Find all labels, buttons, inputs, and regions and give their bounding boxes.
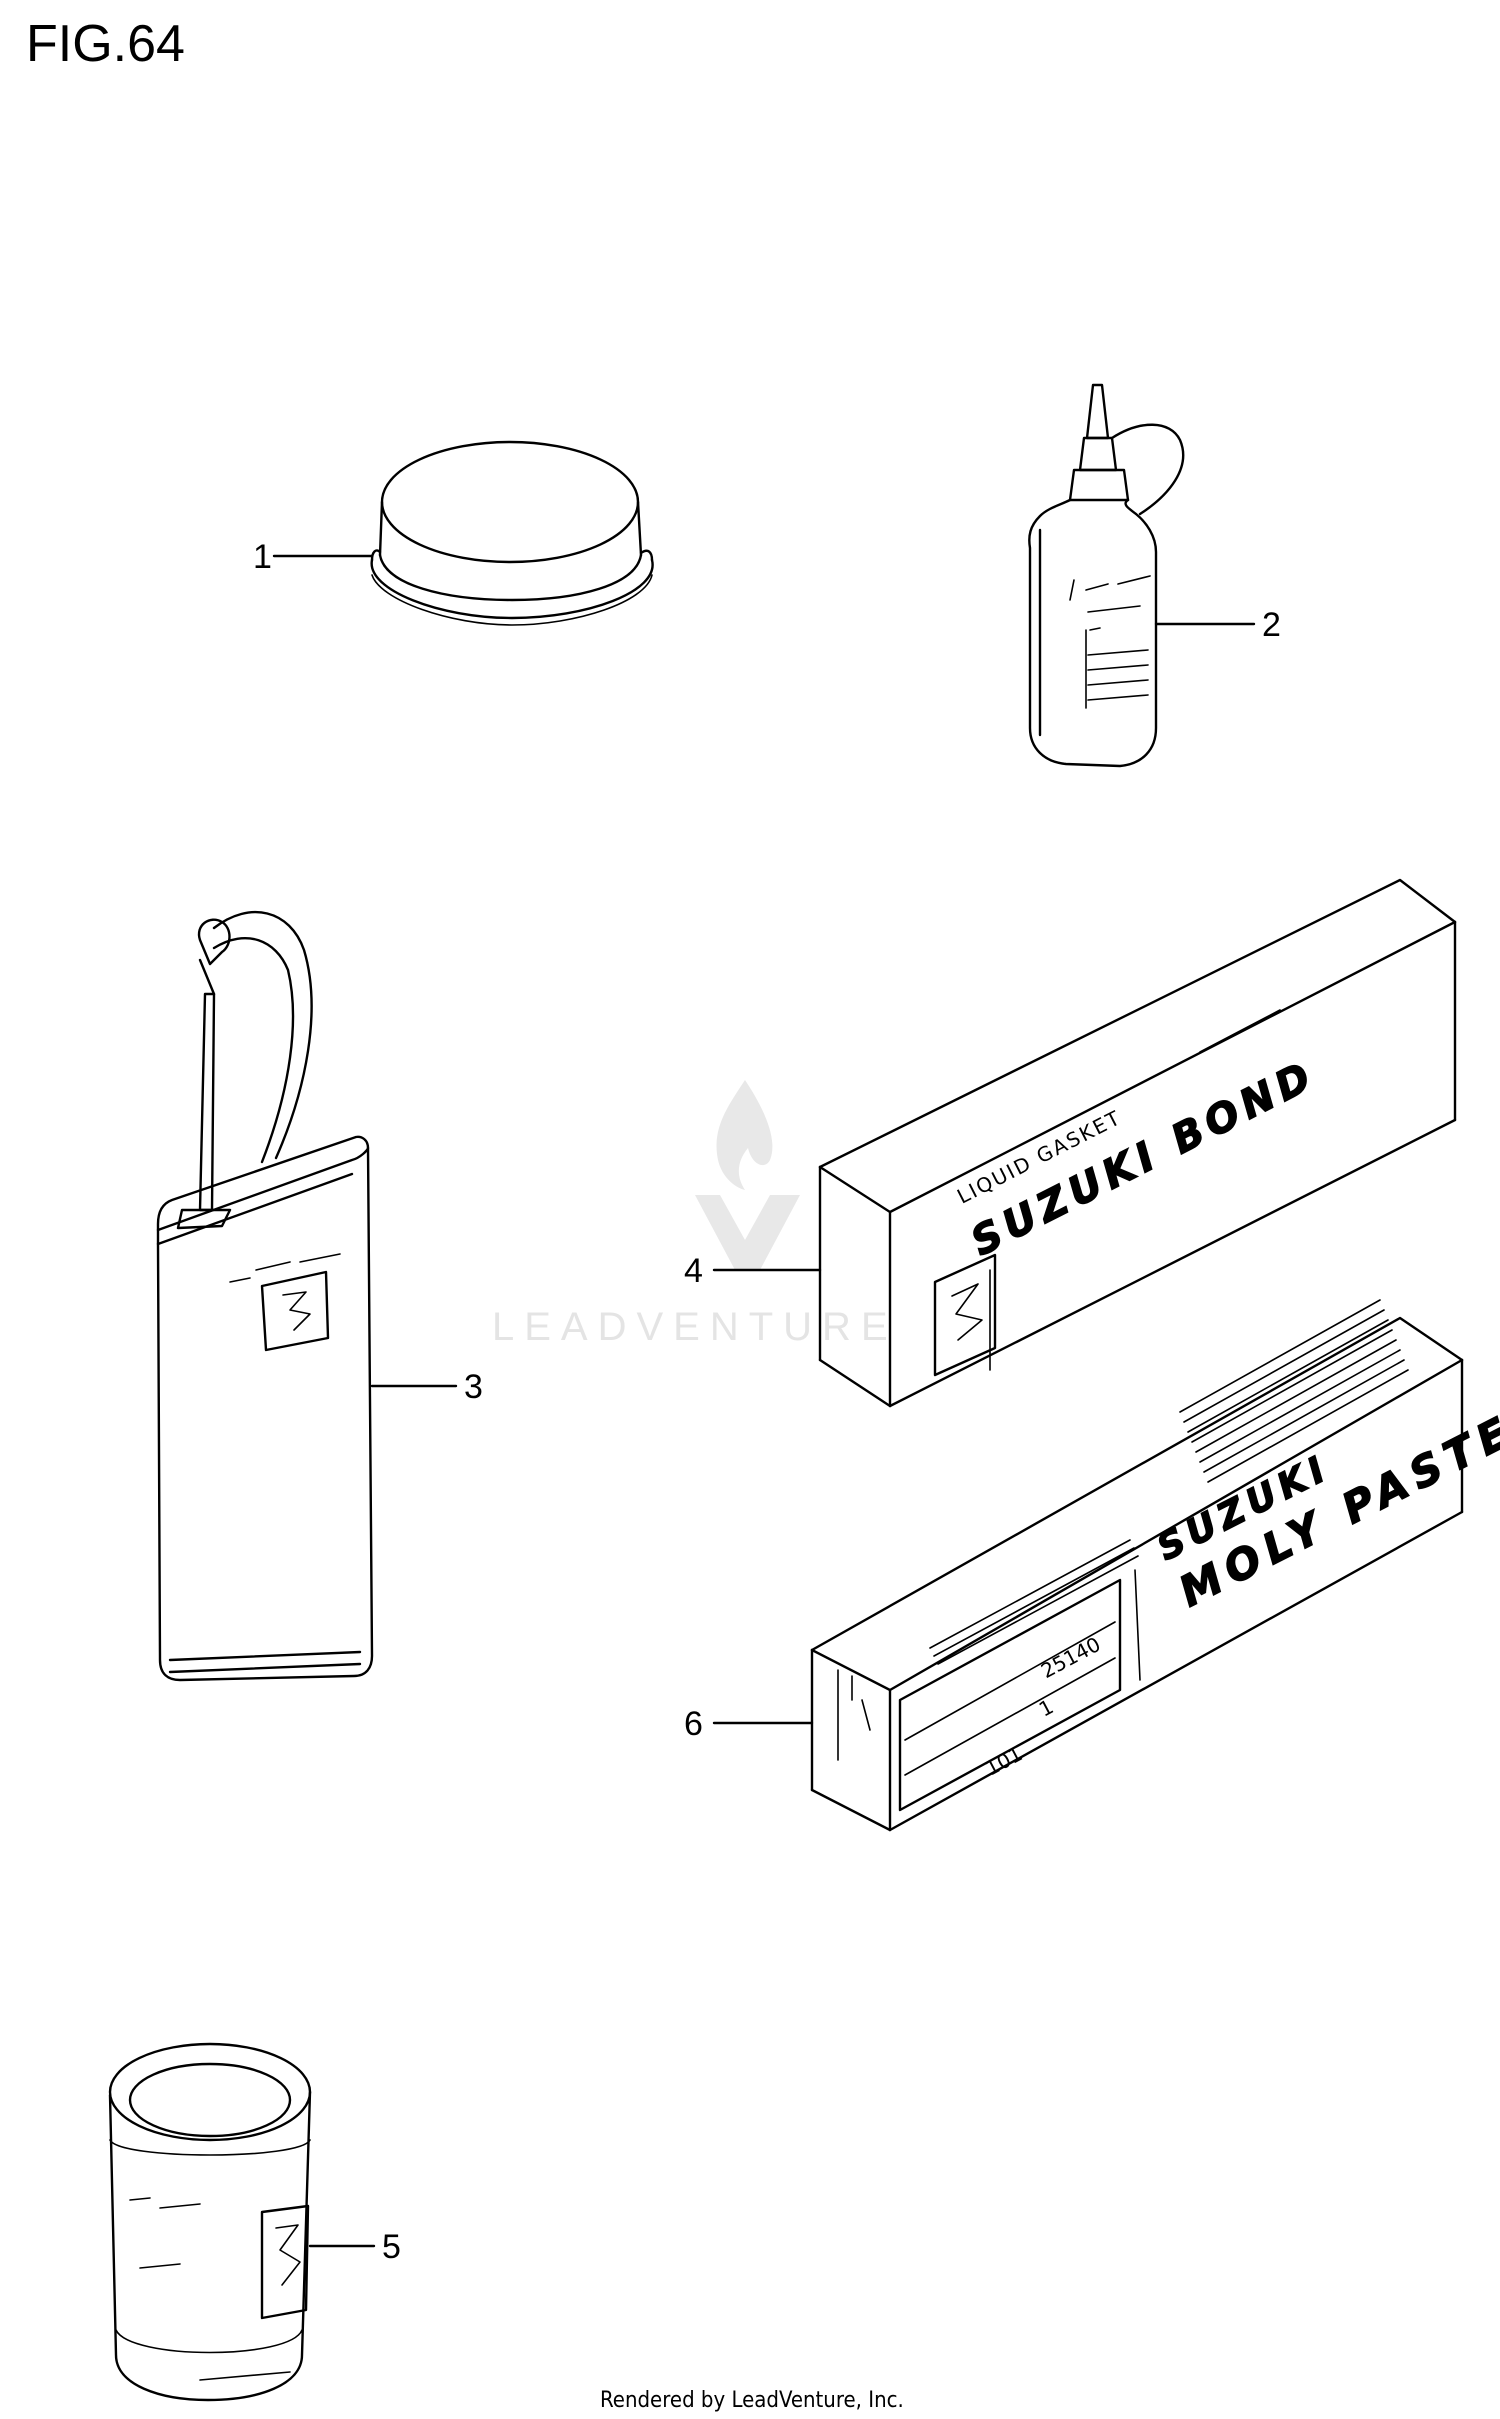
- oil-bottle: [1028, 383, 1185, 768]
- footer-credit: Rendered by LeadVenture, Inc.: [600, 2388, 904, 2413]
- moly-side-label: 25140 1 101: [981, 1632, 1104, 1781]
- figure-title: FIG.64: [26, 15, 185, 73]
- callout-6: 6: [684, 1705, 703, 1743]
- bond-label: LIQUID GASKET SUZUKI BOND: [953, 1051, 1324, 1266]
- watermark-text: LEADVENTURE: [492, 1305, 898, 1349]
- moly-paste-box: [810, 1299, 1464, 1832]
- moly-side-qty: 1: [1035, 1694, 1058, 1721]
- grease-container: [370, 440, 654, 626]
- watermark: LEADVENTURE: [492, 1080, 898, 1349]
- paint-can: [108, 2042, 312, 2402]
- callout-1: 1: [253, 538, 272, 576]
- callout-2: 2: [1262, 606, 1281, 644]
- oil-can: [156, 911, 374, 1682]
- callout-4: 4: [684, 1252, 703, 1290]
- moly-label: SUZUKI MOLY PASTE: [1150, 1404, 1500, 1617]
- flame-logo-icon: [695, 1080, 800, 1270]
- bond-box: [818, 878, 1457, 1408]
- callout-5: 5: [382, 2228, 401, 2266]
- moly-side-code: 25140: [1037, 1632, 1104, 1683]
- callout-3: 3: [464, 1368, 483, 1406]
